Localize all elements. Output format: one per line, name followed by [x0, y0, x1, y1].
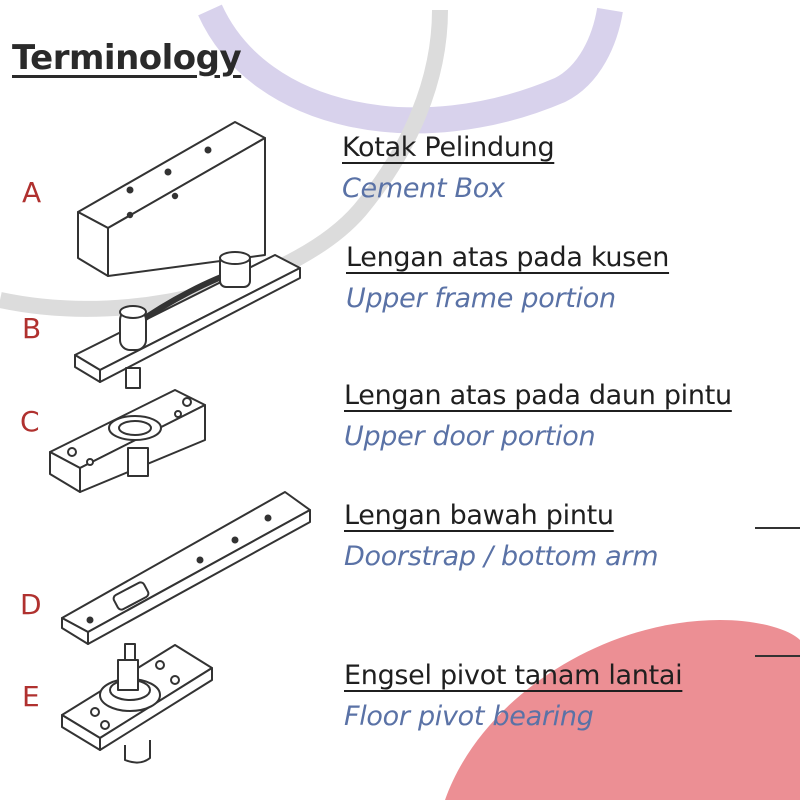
term-d: Lengan bawah pintu Doorstrap / bottom ar… [344, 500, 659, 572]
term-a: Kotak Pelindung Cement Box [342, 132, 555, 204]
term-e: Engsel pivot tanam lantai Floor pivot be… [344, 660, 683, 732]
term-d-indonesian: Lengan bawah pintu [344, 500, 614, 531]
part-letter-d: D [20, 588, 42, 621]
term-c-english: Upper door portion [344, 421, 596, 452]
term-e-english: Floor pivot bearing [344, 701, 594, 732]
floor-pivot-drawing [61, 644, 213, 764]
upper-door-portion-drawing [49, 389, 206, 493]
pink-blob [445, 620, 800, 800]
term-a-english: Cement Box [342, 173, 505, 204]
term-b: Lengan atas pada kusen Upper frame porti… [346, 242, 669, 314]
page-title: Terminology [12, 38, 242, 78]
term-c: Lengan atas pada daun pintu Upper door p… [344, 380, 732, 452]
lavender-arc [198, 4, 623, 134]
term-d-english: Doorstrap / bottom arm [344, 541, 659, 572]
grey-arc [0, 9, 448, 317]
term-b-english: Upper frame portion [346, 283, 616, 314]
part-letter-c: C [20, 405, 40, 438]
part-letter-e: E [22, 680, 40, 713]
term-e-indonesian: Engsel pivot tanam lantai [344, 660, 683, 691]
term-a-indonesian: Kotak Pelindung [342, 132, 555, 163]
term-b-indonesian: Lengan atas pada kusen [346, 242, 670, 273]
part-letter-a: A [22, 176, 42, 209]
cement-box-drawing [77, 121, 266, 277]
term-c-indonesian: Lengan atas pada daun pintu [344, 380, 732, 411]
doorstrap-drawing [61, 491, 311, 665]
upper-frame-portion-drawing [74, 251, 301, 389]
part-letter-b: B [22, 312, 42, 345]
